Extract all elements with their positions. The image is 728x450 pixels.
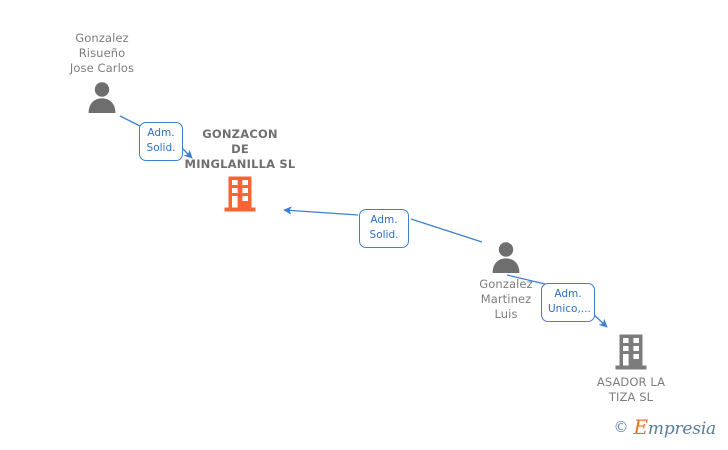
node-label-person-jose-carlos: Gonzalez Risueño Jose Carlos xyxy=(69,31,135,75)
edge-jose-carlos-to-badge xyxy=(119,115,141,127)
badge-adm-solid-left[interactable]: Adm. Solid. xyxy=(139,122,183,161)
node-company-asador[interactable]: ASADOR LA TIZA SL xyxy=(556,334,706,405)
brand-initial: E xyxy=(633,415,649,439)
node-person-jose-carlos[interactable]: Gonzalez Risueño Jose Carlos xyxy=(27,31,177,114)
building-icon xyxy=(615,334,647,370)
copyright-icon: © xyxy=(613,418,629,436)
node-company-gonzacon[interactable]: GONZACON DE MINGLANILLA SL xyxy=(165,127,315,212)
node-label-company-asador: ASADOR LA TIZA SL xyxy=(596,375,666,404)
node-label-company-gonzacon: GONZACON DE MINGLANILLA SL xyxy=(184,127,296,171)
watermark-empresia: © Empresia xyxy=(614,417,717,438)
brand-name: Empresia xyxy=(634,417,717,438)
brand-rest: mpresia xyxy=(647,419,716,439)
building-icon xyxy=(224,176,256,212)
badge-adm-solid-right[interactable]: Adm. Solid. xyxy=(359,209,409,248)
edge-luis-to-badge-solid xyxy=(410,218,483,243)
person-icon xyxy=(492,242,520,273)
node-person-luis[interactable]: Gonzalez Martinez Luis xyxy=(431,240,581,322)
person-icon xyxy=(88,82,116,113)
badge-adm-unico[interactable]: Adm. Unico,... xyxy=(541,283,595,322)
node-label-person-luis: Gonzalez Martinez Luis xyxy=(479,277,533,321)
